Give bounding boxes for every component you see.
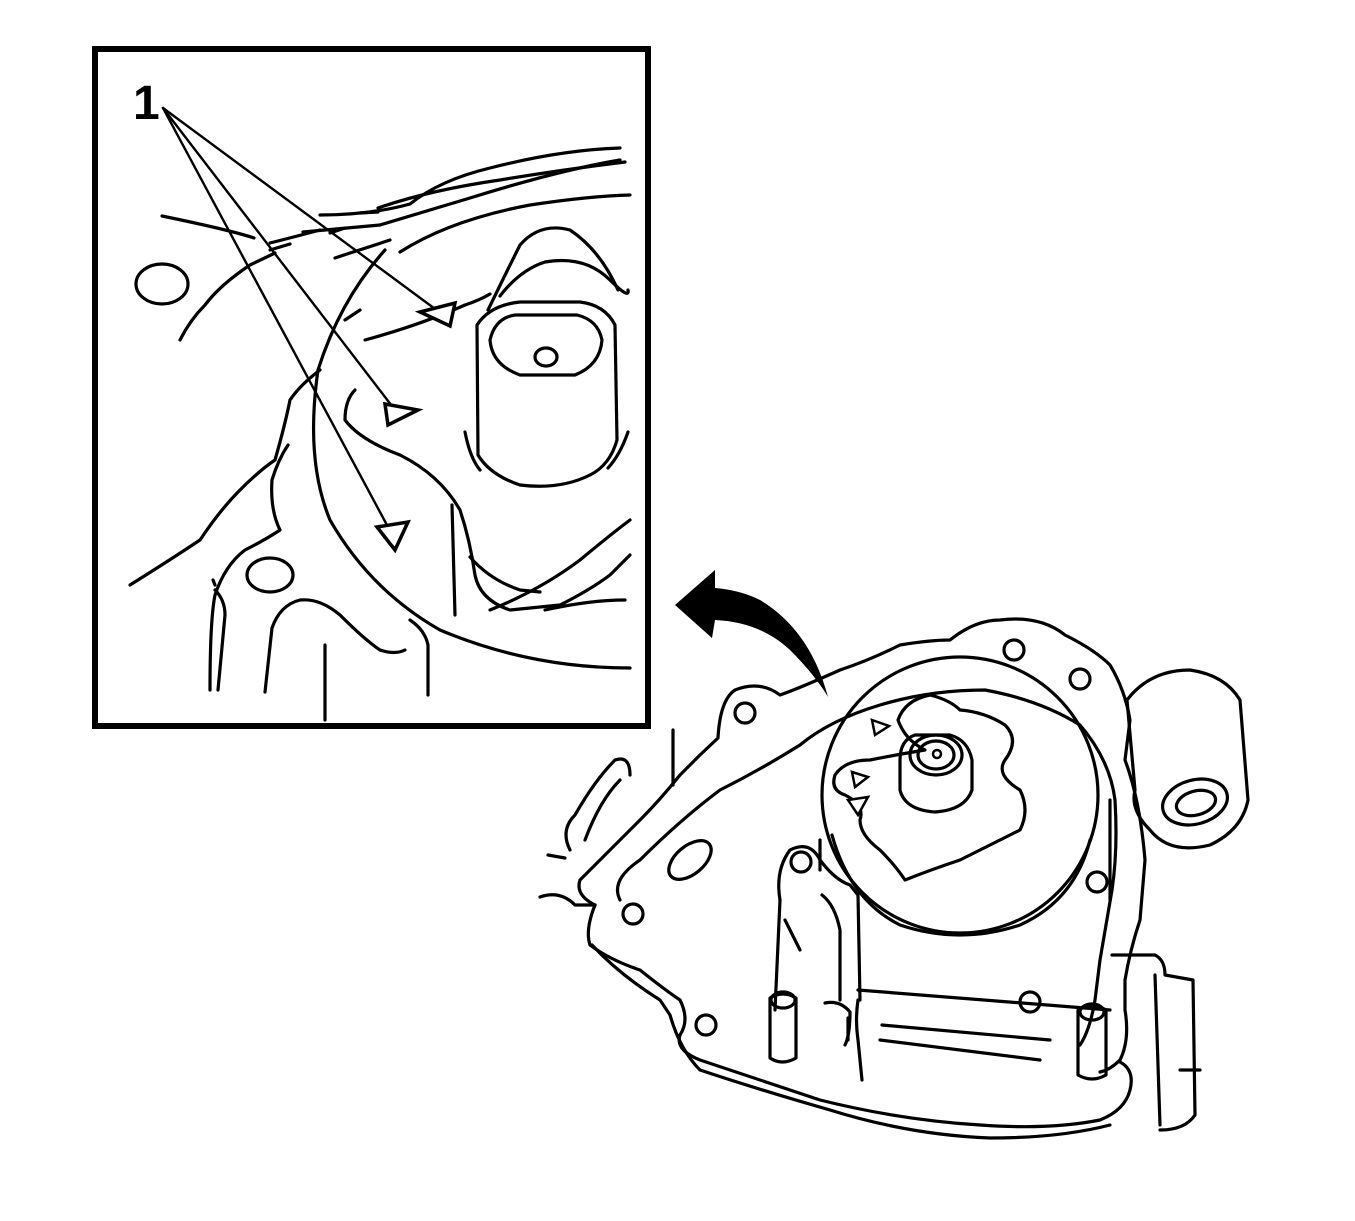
bolt-hole (1002, 638, 1026, 662)
curved-arrow-icon (675, 570, 828, 697)
marker-triangle (382, 401, 424, 428)
callout-leaders (161, 106, 458, 554)
rotor-housing (820, 655, 1100, 935)
main-assembly-view (538, 617, 1250, 1140)
bolt-hole (1085, 870, 1109, 894)
bolt-hole (621, 902, 645, 926)
bolt-hole (733, 701, 757, 725)
oval-port (667, 839, 713, 881)
callout-label: 1 (133, 77, 160, 130)
marker-triangle (414, 300, 458, 329)
detail-inset (92, 46, 651, 729)
bolt-hole (694, 1013, 718, 1037)
marker-triangle (845, 795, 871, 818)
marker-triangle (373, 519, 411, 554)
bolt-hole (134, 262, 190, 306)
marker-triangle (850, 770, 871, 790)
inset-frame (92, 46, 651, 729)
shaft-hole (533, 346, 559, 368)
bolt-hole (789, 850, 813, 874)
bolt-hole (245, 556, 295, 594)
marker-triangle (870, 718, 892, 738)
bolt-hole (1068, 667, 1092, 691)
inset-linework (128, 146, 632, 722)
